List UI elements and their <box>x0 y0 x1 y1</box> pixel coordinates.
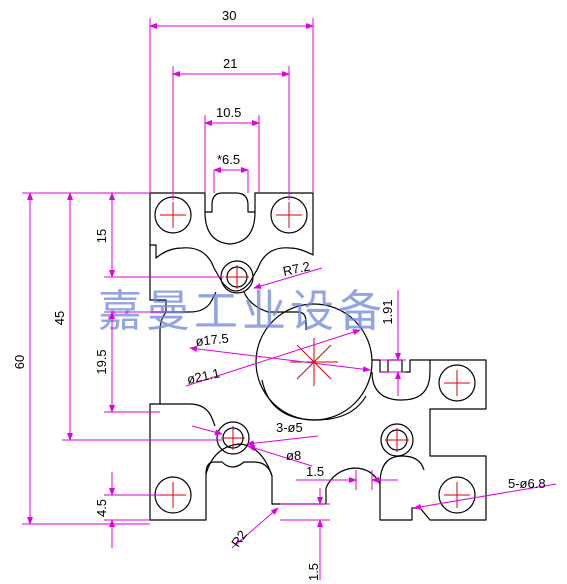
left-wall-outline <box>149 245 167 463</box>
dimension-labels: 30 21 10.5 *6.5 15 45 60 19.5 4.5 R7.2 1… <box>12 8 546 581</box>
dim-label-1-91: 1.91 <box>380 299 395 324</box>
hole-right-bottom <box>438 476 476 514</box>
left-inner-wall <box>166 291 217 313</box>
bottom-slot-outline <box>205 443 273 477</box>
dim-label-dia-8: ø8 <box>286 448 301 463</box>
dim-label-wall-1-5: 1.5 <box>306 464 324 479</box>
hole-lower-middle <box>216 421 250 455</box>
dim-label-6-5: *6.5 <box>217 152 240 167</box>
top-slot-outline <box>204 211 256 245</box>
dim-label-15: 15 <box>94 229 109 243</box>
right-slot-bottom <box>379 455 425 485</box>
hole-right-middle <box>380 423 414 457</box>
dim-label-5-holes-6-8: 5-ø6.8 <box>508 476 546 491</box>
dim-label-r2: R2 <box>228 527 250 549</box>
dim-label-4-5: 4.5 <box>94 499 109 517</box>
dimension-lines <box>22 18 557 580</box>
dim-label-30: 30 <box>222 8 236 23</box>
right-block-outline <box>149 359 487 521</box>
dim-label-45: 45 <box>52 311 67 325</box>
dim-label-base-1-5: 1.5 <box>306 563 321 581</box>
center-web-outline <box>243 291 307 330</box>
dim-label-dia-17-5: ø17.5 <box>195 331 230 349</box>
right-slot-top <box>371 360 431 401</box>
center-bore-inner <box>261 379 367 421</box>
dim-label-60: 60 <box>12 355 27 369</box>
dim-label-3-holes-5: 3-ø5 <box>276 420 303 435</box>
dim-label-dia-21-1: ø21.1 <box>186 365 222 387</box>
top-block-outline <box>149 192 314 292</box>
left-inner-wall-lower <box>160 403 216 427</box>
dim-label-19-5: 19.5 <box>94 349 109 374</box>
dim-label-10-5: 10.5 <box>216 105 241 120</box>
dim-label-21: 21 <box>223 56 237 71</box>
dim-label-r7-2: R7.2 <box>282 259 312 279</box>
center-marks <box>160 202 470 508</box>
hole-right-top <box>438 364 476 402</box>
